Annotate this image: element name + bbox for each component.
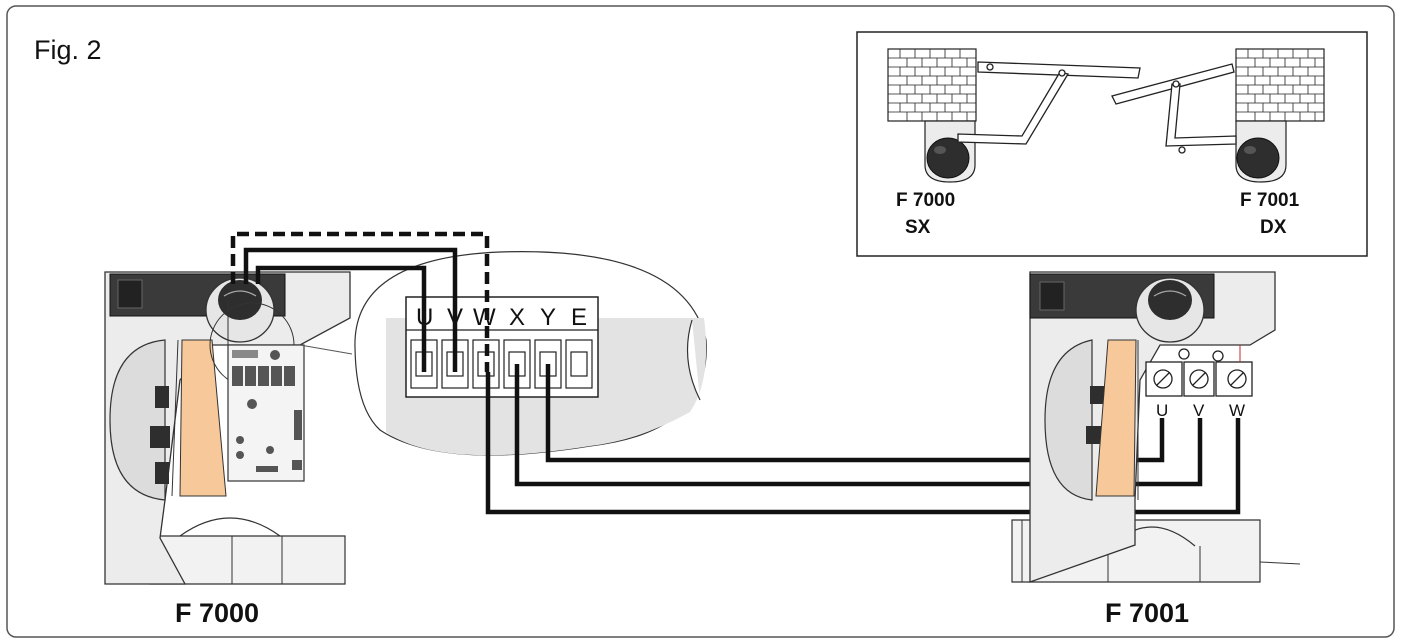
- right-motor-unit: U V W: [1011, 271, 1301, 583]
- wire-y-to-u: [545, 364, 1165, 463]
- left-motor-unit: [104, 271, 353, 585]
- figure-frame: [6, 5, 1395, 638]
- right-terminal-v-label: V: [1193, 401, 1205, 420]
- inset-box: F 7000 SX F 7001 DX: [856, 31, 1368, 257]
- inset-left-label-2: SX: [905, 217, 931, 238]
- inset-right-wall: [1235, 48, 1325, 122]
- wire-motor-u: [255, 265, 427, 372]
- left-unit-label: F 7000: [175, 598, 259, 628]
- inset-right-label-1: F 7001: [1240, 190, 1300, 211]
- inset-right-motor: [1235, 120, 1287, 183]
- inset-left-arm: [957, 61, 1141, 145]
- inset-left-wall: [887, 48, 977, 122]
- wire-w-to-w: [485, 372, 1241, 515]
- inset-right-arm: [1111, 63, 1237, 154]
- wire-motor-v: [243, 247, 458, 372]
- earth-wire-dashed: [230, 231, 490, 372]
- right-terminal-w-label: W: [1229, 401, 1245, 420]
- terminal-w-label: W: [473, 304, 496, 331]
- terminal-e-label: E: [571, 304, 587, 331]
- inset-left-label-1: F 7000: [896, 190, 955, 211]
- inset-right-label-2: DX: [1260, 217, 1287, 238]
- inset-left-motor: [924, 120, 976, 183]
- figure-label: Fig. 2: [34, 35, 102, 65]
- right-unit-label: F 7001: [1105, 598, 1189, 628]
- right-terminal-u-label: U: [1156, 401, 1168, 420]
- wires: [230, 231, 1241, 515]
- terminal-zoom: U V W X Y E: [354, 251, 707, 456]
- terminal-x-label: X: [509, 304, 525, 331]
- wire-x-to-v: [514, 364, 1203, 487]
- terminal-y-label: Y: [540, 304, 556, 331]
